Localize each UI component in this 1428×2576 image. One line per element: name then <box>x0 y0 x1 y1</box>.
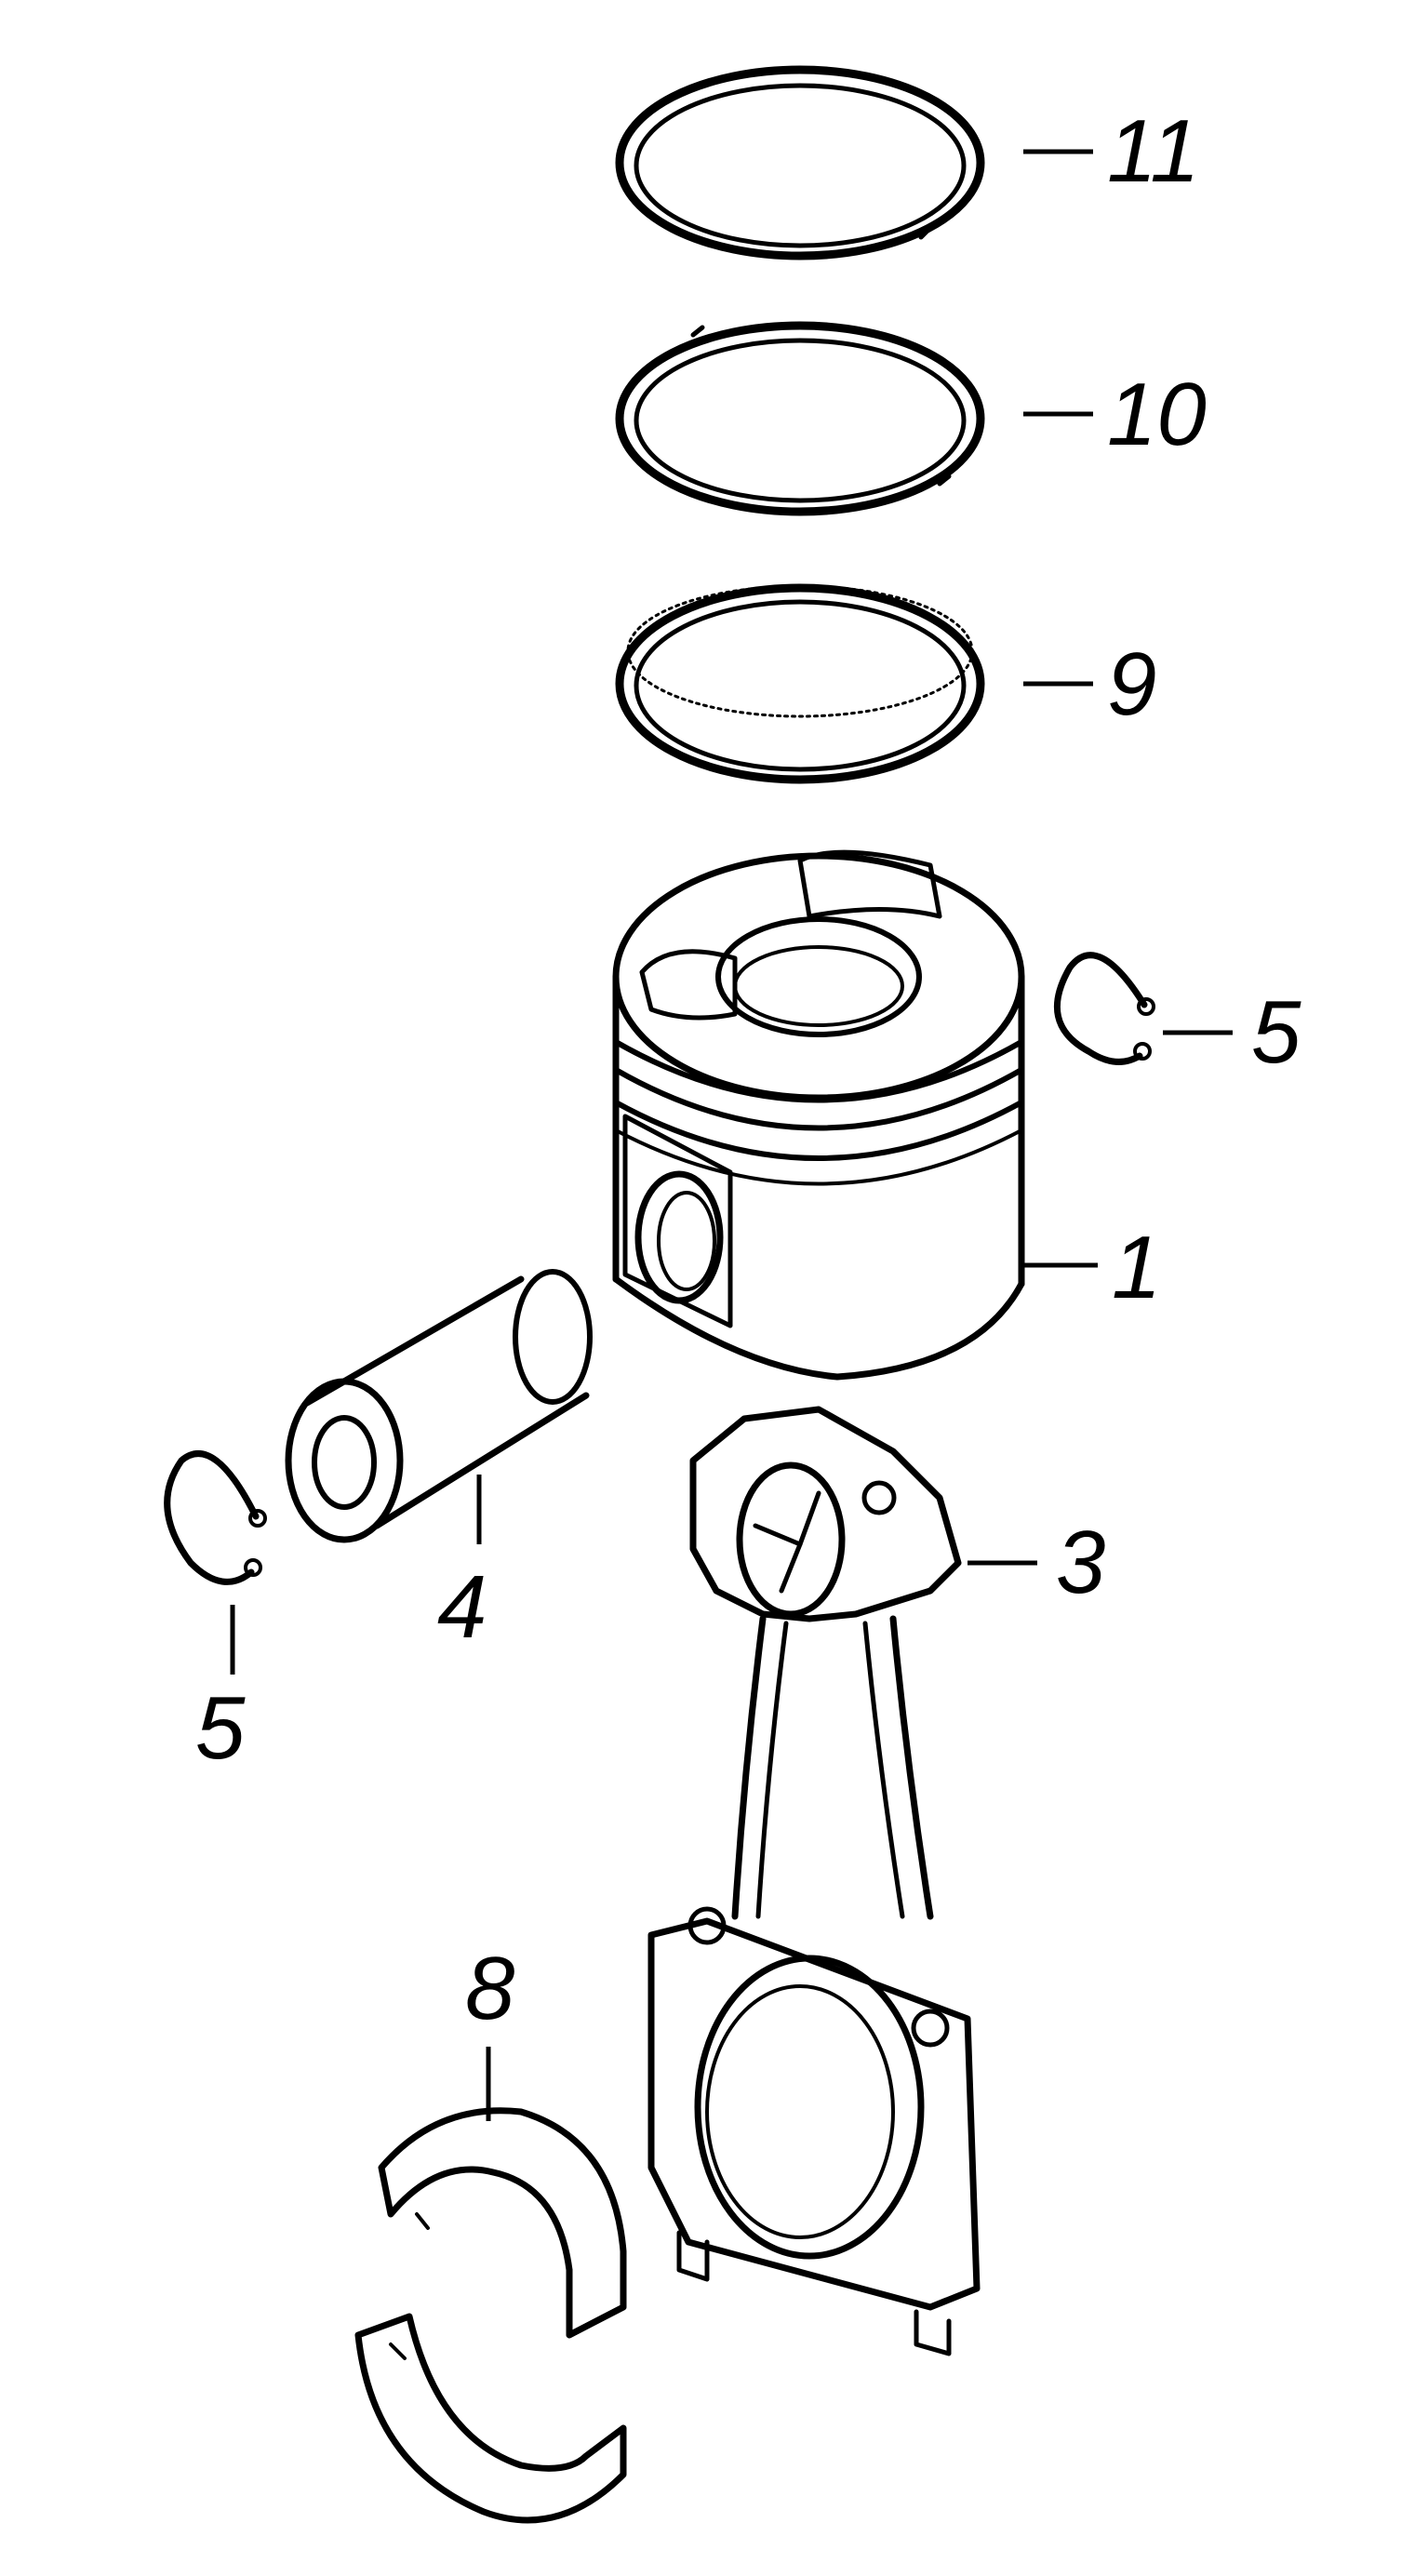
circlip-left <box>164 1450 267 1585</box>
piston-ring-11 <box>615 65 985 260</box>
callout-11: 11 <box>1107 101 1200 201</box>
callout-10: 10 <box>1107 365 1207 464</box>
callout-4: 4 <box>437 1557 487 1657</box>
callout-5-right: 5 <box>1251 982 1301 1082</box>
connecting-rod <box>647 1406 981 2356</box>
leader-lines <box>230 149 1233 2121</box>
callout-labels: 11 10 9 5 1 4 3 5 8 <box>195 101 1301 2038</box>
callout-9: 9 <box>1107 634 1156 734</box>
piston-ring-9 <box>615 583 985 784</box>
callout-3: 3 <box>1056 1513 1105 1612</box>
piston <box>612 849 1025 1381</box>
piston-pin <box>285 1269 593 1543</box>
circlip-right <box>1053 952 1155 1065</box>
bearing-shells <box>354 2107 627 2524</box>
callout-1: 1 <box>1112 1218 1161 1317</box>
callout-5-left: 5 <box>195 1678 246 1778</box>
callout-8: 8 <box>465 1939 514 2038</box>
piston-ring-10 <box>615 321 985 516</box>
